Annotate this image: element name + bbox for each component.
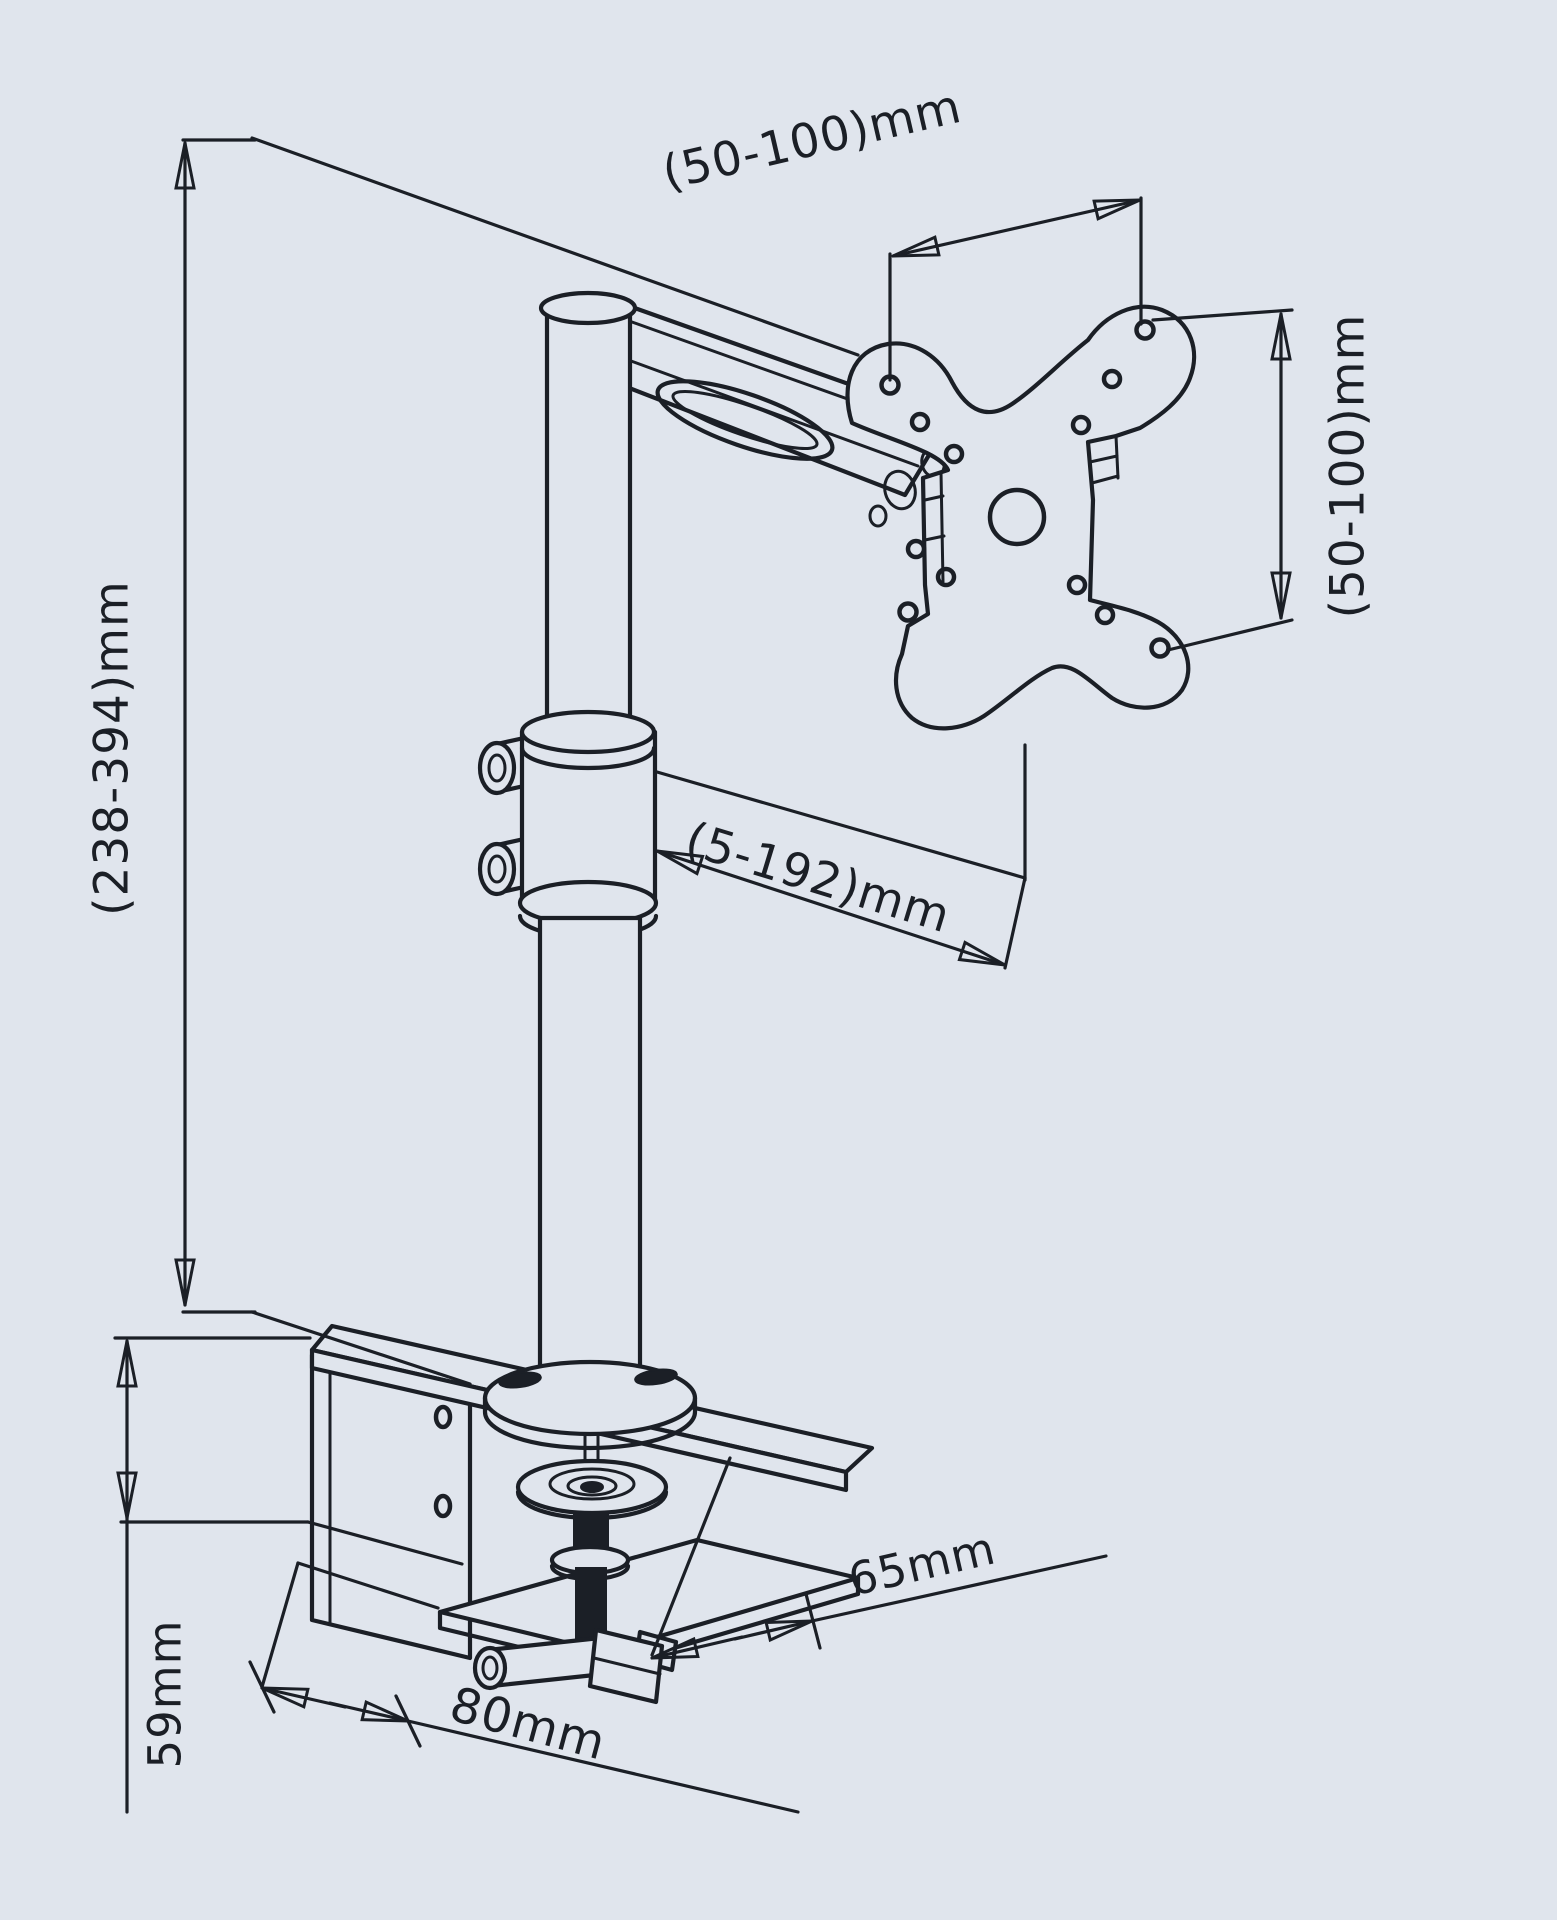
collar-thumbscrews (477, 735, 527, 897)
vesa-plate-fold-lines (923, 434, 1120, 584)
clamp-screw (472, 1513, 679, 1705)
label-pole-height: (238-394)mm (85, 580, 140, 916)
articulating-arm (567, 297, 953, 528)
pole-base-flange (482, 1359, 698, 1451)
pole-lower-tube (537, 915, 643, 1383)
dimension-vesa-height: (50-100)mm (1151, 308, 1376, 652)
dimension-arm-extension: (5-192)mm (655, 743, 1027, 970)
label-base-width: 80mm (444, 1676, 612, 1771)
vesa-plate (845, 304, 1197, 731)
pole-upper-tube (538, 290, 638, 725)
label-base-depth: 65mm (843, 1521, 1000, 1606)
dimension-clamp-opening: 59mm (113, 1336, 464, 1814)
pole-collar (517, 709, 659, 940)
label-arm-extension: (5-192)mm (679, 812, 957, 945)
label-vesa-width: (50-100)mm (657, 79, 966, 201)
label-clamp-opening: 59mm (139, 1620, 192, 1769)
dimension-vesa-width: (50-100)mm (657, 79, 1143, 382)
dimension-pole-height: (238-394)mm (85, 136, 860, 1386)
label-vesa-height: (50-100)mm (1321, 314, 1376, 619)
